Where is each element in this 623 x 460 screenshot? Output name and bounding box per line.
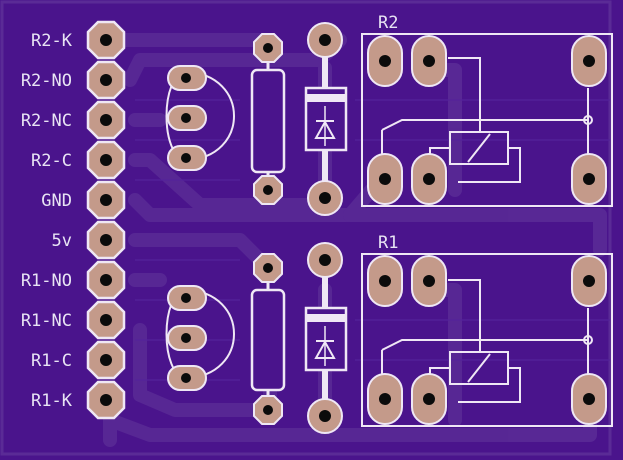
connector-labels: R2-K R2-NO R2-NC R2-C GND 5v R1-NO R1-NC…	[21, 31, 73, 411]
resistor-icon	[250, 253, 286, 425]
transistor-icon	[165, 65, 235, 171]
relay-label: R2	[378, 13, 398, 33]
pin-label: R1-NO	[21, 271, 72, 291]
transistor-icon	[165, 285, 235, 391]
relay-label: R1	[378, 233, 398, 253]
diode-icon	[304, 242, 348, 434]
pin-label: R2-C	[31, 151, 72, 171]
pin-label: 5v	[52, 231, 72, 251]
header-pin-pad	[86, 20, 126, 60]
pin-label: R1-NC	[21, 311, 72, 331]
header-pin-pad	[86, 380, 126, 420]
pin-label: R2-NO	[21, 71, 72, 91]
pin-label: GND	[41, 191, 72, 211]
resistor-icon	[250, 33, 286, 205]
diode-icon	[304, 22, 348, 216]
connector-header	[86, 20, 126, 420]
header-pin-pad	[86, 260, 126, 300]
board-outline	[0, 0, 612, 456]
pin-label: R1-C	[31, 351, 72, 371]
header-pin-pad	[86, 140, 126, 180]
header-pin-pad	[86, 100, 126, 140]
pin-label: R1-K	[31, 391, 73, 411]
ground-plane-lines	[135, 99, 610, 381]
pin-label: R2-K	[31, 31, 73, 51]
pin-label: R2-NC	[21, 111, 72, 131]
header-pin-pad	[86, 220, 126, 260]
relay-r1: R1	[361, 233, 613, 427]
header-pin-pad	[86, 300, 126, 340]
header-pin-pad	[86, 60, 126, 100]
relay-r2: R2	[361, 13, 613, 207]
header-pin-pad	[86, 180, 126, 220]
header-pin-pad	[86, 340, 126, 380]
